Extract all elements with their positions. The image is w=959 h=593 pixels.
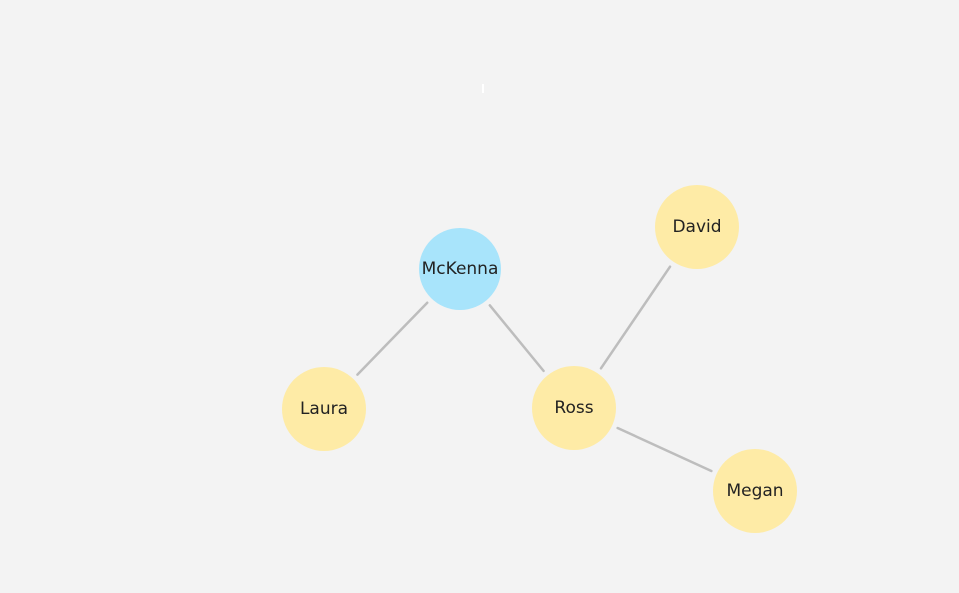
edge-ross-david xyxy=(599,265,672,370)
node-laura[interactable]: Laura xyxy=(282,367,366,451)
edge-mckenna-ross xyxy=(488,304,545,373)
node-label-megan: Megan xyxy=(726,481,783,501)
edge-ross-megan xyxy=(616,426,713,473)
edges-layer xyxy=(356,265,713,473)
edge-mckenna-laura xyxy=(356,301,429,376)
node-circle-megan[interactable] xyxy=(713,449,797,533)
node-circle-laura[interactable] xyxy=(282,367,366,451)
node-circle-mckenna[interactable] xyxy=(419,228,501,310)
text-cursor xyxy=(482,84,484,93)
node-mckenna[interactable]: McKenna xyxy=(419,228,501,310)
node-circle-david[interactable] xyxy=(655,185,739,269)
node-label-ross: Ross xyxy=(554,398,593,418)
node-label-mckenna: McKenna xyxy=(422,259,499,279)
node-ross[interactable]: Ross xyxy=(532,366,616,450)
node-label-david: David xyxy=(672,217,721,237)
node-megan[interactable]: Megan xyxy=(713,449,797,533)
node-circle-ross[interactable] xyxy=(532,366,616,450)
node-label-laura: Laura xyxy=(300,399,348,419)
node-david[interactable]: David xyxy=(655,185,739,269)
